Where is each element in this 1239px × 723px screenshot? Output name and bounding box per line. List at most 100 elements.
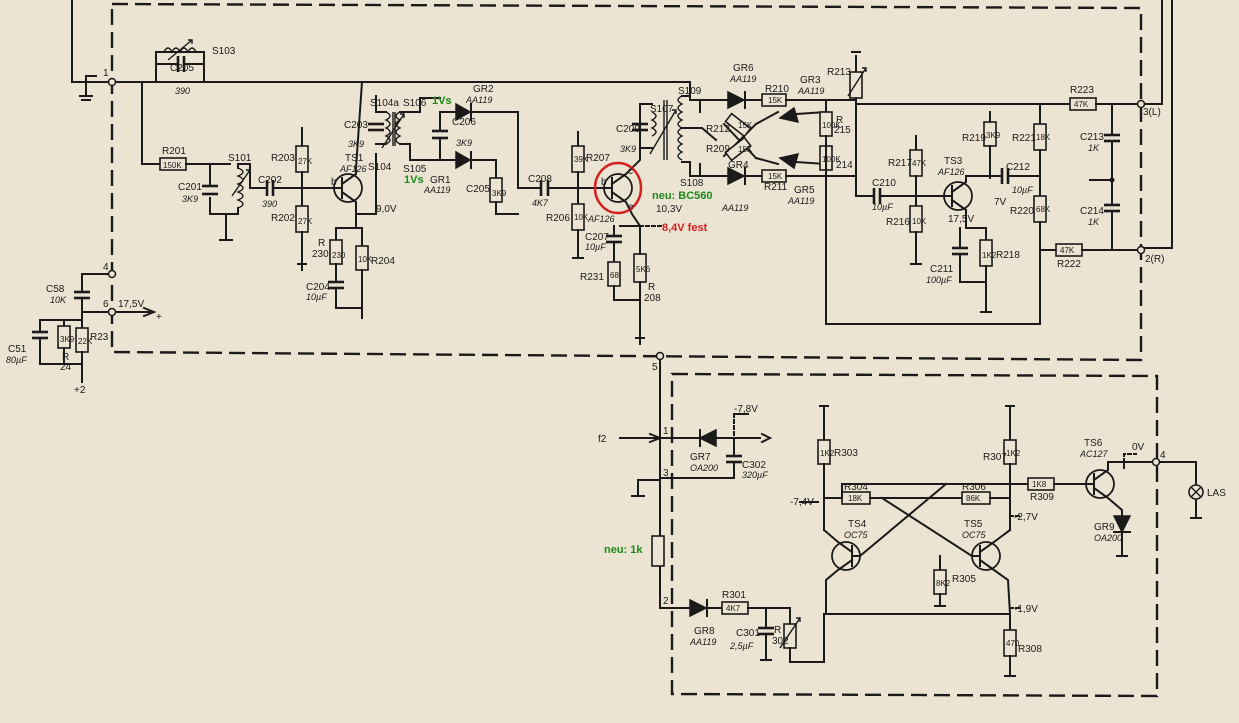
annotation-8-4v-fixed: 8,4V fest bbox=[662, 222, 708, 234]
lamp-driver-ts6: 4 TS6 AC127 0V LAS GR9 OA200 bbox=[1079, 438, 1226, 557]
type-gr1: AA119 bbox=[423, 185, 450, 195]
value-r217: 47K bbox=[912, 159, 927, 168]
label-gr1: GR1 bbox=[430, 175, 451, 186]
label-r304: R304 bbox=[844, 482, 868, 493]
value-r308: 470 bbox=[1006, 639, 1020, 648]
terminal-6 bbox=[107, 307, 117, 317]
label-t6: 6 bbox=[103, 299, 109, 310]
volt-9v: 9,0V bbox=[376, 204, 397, 215]
type-gr8: AA119 bbox=[689, 637, 716, 647]
label-gr7: GR7 bbox=[690, 452, 711, 463]
pin-ts2-e: e bbox=[628, 202, 634, 213]
label-b2: 2 bbox=[663, 596, 669, 607]
value-c202: 390 bbox=[262, 199, 277, 209]
flip-flop-ts4-ts5: R303 1K2 R307 1K2 R304 18K R306 86K 1K8 … bbox=[790, 405, 1083, 677]
ts2-highlight-circle bbox=[593, 161, 643, 215]
value-r302: 302 bbox=[772, 636, 789, 647]
value-c213: 1K bbox=[1088, 143, 1100, 153]
rail-terminal-1: 1 bbox=[103, 68, 691, 165]
type-ts4: OC75 bbox=[844, 530, 869, 540]
value-r307: 1K2 bbox=[1006, 449, 1021, 458]
value-r202: 27K bbox=[298, 217, 313, 226]
label-r213: R213 bbox=[827, 67, 851, 78]
label-r216: R216 bbox=[886, 217, 910, 228]
label-r309: R309 bbox=[1030, 492, 1054, 503]
value-r304: 18K bbox=[848, 494, 863, 503]
value-r306: 86K bbox=[966, 494, 981, 503]
value-c214: 1K bbox=[1088, 217, 1100, 227]
label-r23: R23 bbox=[90, 332, 109, 343]
upper-block-border bbox=[110, 2, 1143, 362]
pin-ts2-c: c bbox=[628, 166, 633, 177]
value-r301: 4K7 bbox=[726, 604, 741, 613]
type-gr6: AA119 bbox=[729, 74, 756, 84]
label-r204: R204 bbox=[371, 256, 395, 267]
label-s104a: S104a bbox=[370, 98, 399, 109]
label-s101: S101 bbox=[228, 153, 252, 164]
label-c58: C58 bbox=[46, 284, 65, 295]
terminal-5 bbox=[655, 351, 665, 361]
annotations: 1Vs 1Vs neu: BC560 8,4V fest neu: 1k bbox=[404, 95, 713, 556]
label-s107: S107 bbox=[650, 104, 674, 115]
type-ts3: AF126 bbox=[937, 167, 965, 177]
value-r218: 1K2 bbox=[982, 251, 997, 260]
lower-block-border bbox=[670, 372, 1159, 698]
value-r219: 3K9 bbox=[986, 131, 1001, 140]
ratio-detector-diodes: GR6 AA119 R210 15K GR3 AA119 GR4 AA119 R… bbox=[699, 63, 857, 213]
type-gr5: AA119 bbox=[787, 196, 814, 206]
volt-7v: 7V bbox=[994, 197, 1007, 208]
terminal-4 bbox=[107, 269, 117, 279]
label-ts6: TS6 bbox=[1084, 438, 1103, 449]
value-r230: 230 bbox=[312, 249, 329, 260]
value-c208: 4K7 bbox=[532, 198, 549, 208]
label-r202: R202 bbox=[271, 213, 295, 224]
value-r211: 15K bbox=[768, 172, 783, 181]
detector-gr1-gr2: GR2 AA119 C206 3K9 GR1 AA119 C205 3K9 bbox=[423, 84, 535, 215]
label-gr2: GR2 bbox=[473, 84, 494, 95]
annotation-new-1k: neu: 1k bbox=[604, 544, 643, 556]
volt-minus-1-9v: -1,9V bbox=[1014, 604, 1038, 615]
lower-block-inputs: f2 1 3 2 -7,8V GR7 OA200 C302 320µF bbox=[598, 404, 773, 607]
label-c301: C301 bbox=[736, 628, 760, 639]
label-r303: R303 bbox=[834, 448, 858, 459]
volt-17-5v: 17,5V bbox=[118, 299, 144, 310]
terminal-5-link: 5 bbox=[631, 351, 673, 609]
label-gr4: GR4 bbox=[728, 160, 749, 171]
label-r230: R bbox=[318, 238, 325, 249]
ts3-amplifier: C210 10µF R217 47K R216 10K TS3 AF126 R2… bbox=[872, 111, 1041, 313]
type-ts1: AF126 bbox=[339, 164, 367, 174]
r201: R201 150K bbox=[159, 146, 211, 171]
s103-c205: S103 C205 390 bbox=[155, 39, 236, 96]
label-r211: R211 bbox=[764, 182, 788, 193]
c202: C202 390 bbox=[258, 175, 335, 209]
volt-minus-2-7v: -2,7V bbox=[1014, 512, 1038, 523]
value-r305: 8K2 bbox=[936, 579, 951, 588]
label-c204: C204 bbox=[306, 282, 330, 293]
value-c210: 10µF bbox=[872, 202, 893, 212]
value-r204: 10K bbox=[358, 255, 373, 264]
label-r218: R218 bbox=[996, 250, 1020, 261]
terminal-2-right bbox=[1136, 245, 1146, 255]
label-c207: C207 bbox=[585, 232, 609, 243]
value-r210: 15K bbox=[768, 96, 783, 105]
value-c204: 10µF bbox=[306, 292, 327, 302]
value-r309: 1K8 bbox=[1032, 480, 1047, 489]
label-r212: R212 bbox=[706, 124, 730, 135]
value-c206: 3K9 bbox=[456, 138, 472, 148]
value-r23: 22K bbox=[78, 337, 93, 346]
label-t1: 1 bbox=[103, 68, 109, 79]
pin-ts2-b: b bbox=[601, 177, 607, 188]
type-ts2: AF126 bbox=[587, 214, 615, 224]
type-gr2: AA119 bbox=[465, 95, 492, 105]
s104-s106-transformer: S104a S106 S104 S105 C203 3K9 bbox=[344, 95, 441, 215]
label-r301: R301 bbox=[722, 590, 746, 601]
label-s104: S104 bbox=[368, 162, 392, 173]
type-ts5: OC75 bbox=[962, 530, 987, 540]
value-r221: 18K bbox=[1036, 133, 1051, 142]
r203-r202: R203 27K R202 27K bbox=[271, 127, 313, 271]
ts2-emitter-network: C207 10µF R231 68 5K6 R 208 bbox=[580, 225, 663, 345]
label-r302: R bbox=[774, 625, 781, 636]
volt-10-3v: 10,3V bbox=[656, 204, 682, 215]
resistor-new-1k bbox=[651, 535, 665, 567]
value-c212: 10µF bbox=[1012, 185, 1033, 195]
